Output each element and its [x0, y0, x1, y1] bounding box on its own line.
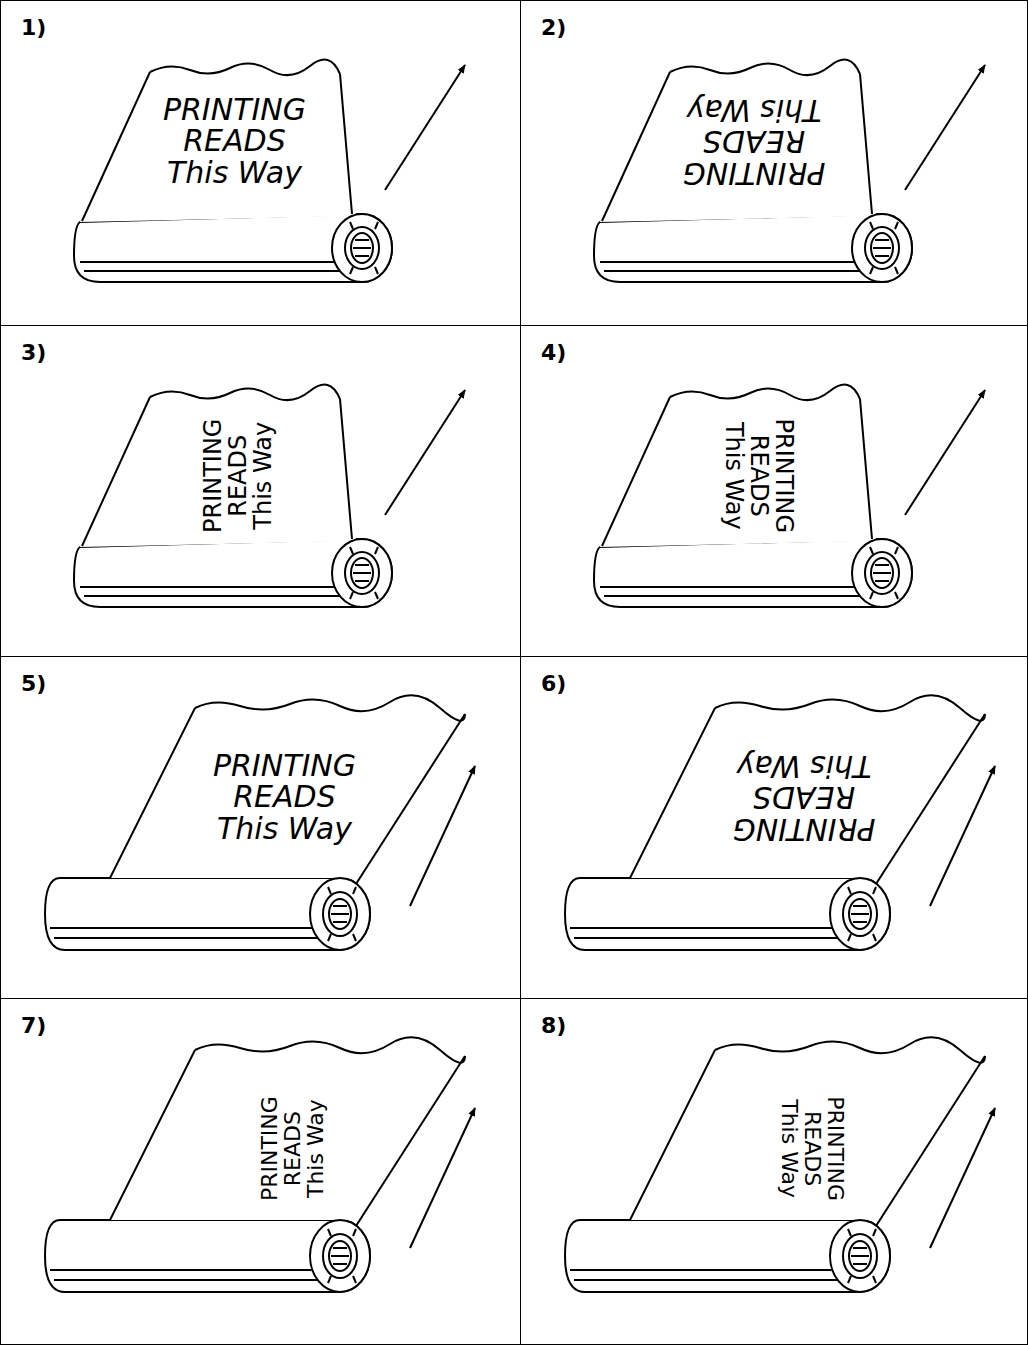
panel-cell: 7) PRINTING READSThis Way	[0, 998, 521, 1345]
printing-heading: PRINTING READS	[746, 419, 796, 533]
printing-direction: This Way	[211, 813, 357, 845]
panel-cell: 8) PRINTING READSThis Way	[520, 998, 1028, 1345]
panel-number: 2)	[541, 15, 566, 40]
panel-cell: 3) PRINTING READSThis Way	[0, 325, 521, 657]
roll-figure	[565, 695, 995, 950]
panel-number: 7)	[21, 1013, 46, 1038]
printing-direction: This Way	[161, 157, 307, 189]
printing-direction: This Way	[681, 94, 827, 126]
panel-cell: 2) PRINTING READSThis Way	[520, 0, 1028, 326]
roll-figure	[74, 385, 465, 607]
panel-number: 6)	[541, 671, 566, 696]
printing-text-group: PRINTING READSThis Way	[681, 94, 827, 189]
panel-number: 8)	[541, 1013, 566, 1038]
printing-text-group: PRINTING READSThis Way	[200, 418, 276, 535]
printing-direction: This Way	[251, 418, 276, 535]
panel-number: 1)	[21, 15, 46, 40]
panel-cell: 4) PRINTING READSThis Way	[520, 325, 1028, 657]
printing-direction: This Way	[304, 1096, 327, 1203]
panel-number: 5)	[21, 671, 46, 696]
printing-text-group: PRINTING READSThis Way	[257, 1096, 326, 1203]
printing-heading: PRINTING READS	[257, 1097, 303, 1202]
roll-figure	[45, 695, 475, 950]
printing-direction: This Way	[720, 418, 745, 535]
printing-heading: PRINTING READS	[200, 419, 250, 533]
printing-heading: PRINTING READS	[733, 781, 876, 844]
printing-text-group: PRINTING READSThis Way	[161, 94, 307, 189]
printing-direction: This Way	[731, 750, 877, 782]
printing-text-group: PRINTING READSThis Way	[777, 1096, 846, 1203]
panel-number: 4)	[541, 340, 566, 365]
printing-heading: PRINTING READS	[800, 1097, 846, 1202]
panel-cell: 1) PRINTING READSThis Way	[0, 0, 521, 326]
panel-cell: 6) PRINTING READSThis Way	[520, 656, 1028, 999]
panel-number: 3)	[21, 340, 46, 365]
printing-text-group: PRINTING READSThis Way	[720, 418, 796, 535]
printing-text-group: PRINTING READSThis Way	[211, 750, 357, 845]
printing-heading: PRINTING READS	[683, 125, 826, 188]
printing-direction: This Way	[777, 1096, 800, 1203]
printing-text-group: PRINTING READSThis Way	[731, 750, 877, 845]
roll-figure	[45, 1037, 475, 1292]
roll-figure	[594, 60, 985, 282]
roll-figure	[594, 385, 985, 607]
printing-heading: PRINTING READS	[163, 94, 306, 157]
roll-figure	[565, 1037, 995, 1292]
printing-heading: PRINTING READS	[213, 750, 356, 813]
roll-figure	[74, 60, 465, 282]
panel-cell: 5) PRINTING READSThis Way	[0, 656, 521, 999]
